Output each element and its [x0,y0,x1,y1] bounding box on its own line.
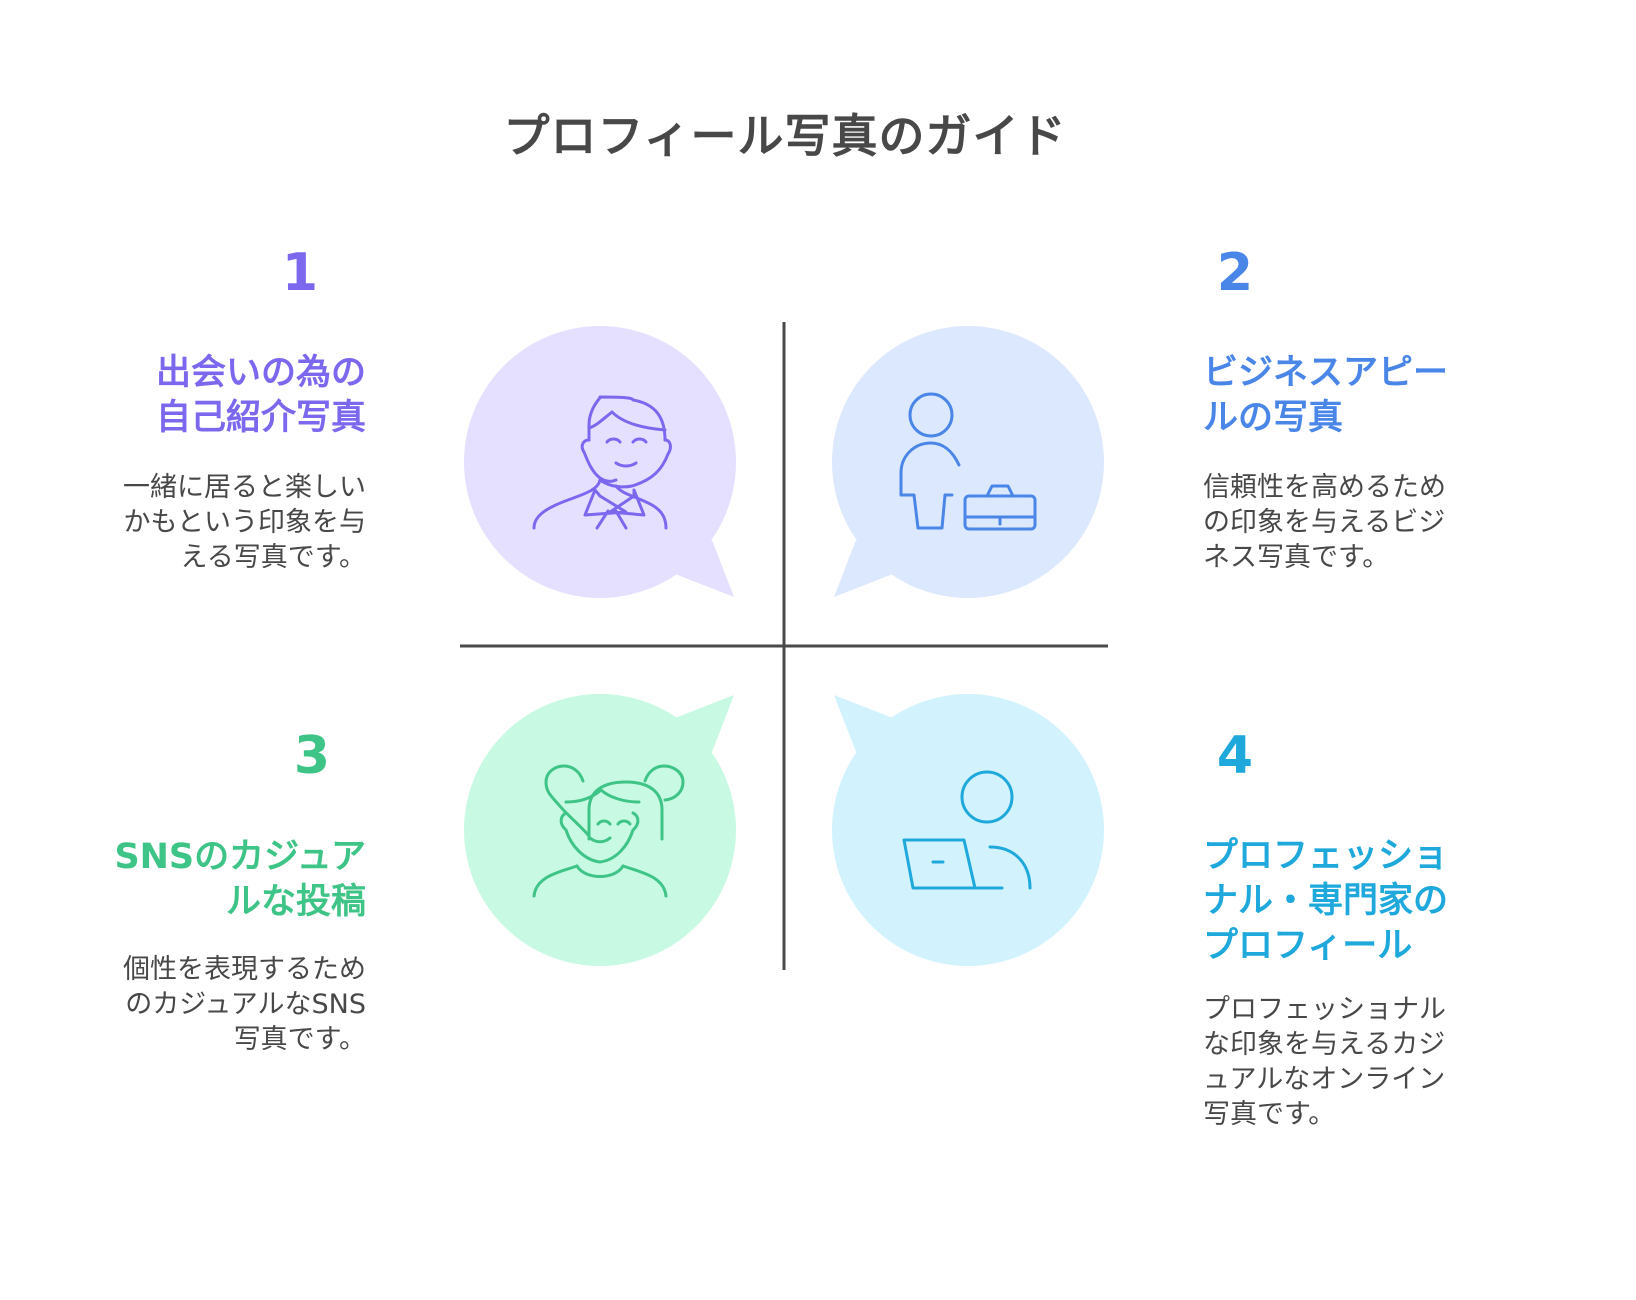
desc-line: 信頼性を高めるため [1203,472,1446,503]
bubble-4 [832,694,1104,966]
desc-line: の印象を与えるビジ [1203,507,1446,538]
person-laptop-icon [902,770,1032,890]
heading-line: プロフィール [1203,926,1413,966]
heading-line: ルの写真 [1203,398,1344,438]
quadrant-desc-2: 信頼性を高めるため の印象を与えるビジ ネス写真です。 [1203,470,1483,575]
desc-line: える写真です。 [180,542,367,573]
bubble-3 [464,694,736,966]
desc-line: 個性を表現するため [123,954,366,985]
smiling-girl-buns-icon [532,764,685,898]
desc-line: ネス写真です。 [1203,542,1390,573]
quadrant-heading-4: プロフェッショ ナル・専門家の プロフィール [1203,834,1503,969]
step-number-1: 1 [281,243,319,303]
step-number-4: 4 [1216,726,1254,786]
quadrant-desc-1: 一緒に居ると楽しい かもという印象を与 える写真です。 [86,470,366,575]
heading-line: ルな投稿 [225,882,366,922]
heading-line: ナル・専門家の [1203,881,1449,921]
heading-line: 自己紹介写真 [155,398,366,438]
quadrant-desc-3: 個性を表現するため のカジュアルなSNS 写真です。 [86,952,366,1057]
step-number-2: 2 [1216,243,1254,303]
heading-line: プロフェッショ [1203,836,1449,876]
quadrant-heading-3: SNSのカジュア ルな投稿 [66,835,366,925]
heading-line: ビジネスアピー [1203,353,1449,393]
desc-line: 一緒に居ると楽しい [123,472,366,503]
desc-line: な印象を与えるカジ [1203,1029,1446,1060]
bubble-1 [464,326,736,598]
desc-line: 写真です。 [233,1024,366,1055]
desc-line: のカジュアルなSNS [125,989,366,1020]
page-title: プロフィール写真のガイド [503,109,1067,163]
bubble-2 [832,326,1104,598]
desc-line: ュアルなオンライン [1203,1064,1446,1095]
quadrant-heading-2: ビジネスアピー ルの写真 [1203,351,1503,441]
desc-line: 写真です。 [1203,1099,1336,1130]
heading-line: SNSのカジュア [114,837,366,877]
smiling-man-bowtie-icon [532,395,672,530]
quadrant-desc-4: プロフェッショナル な印象を与えるカジ ュアルなオンライン 写真です。 [1203,992,1483,1132]
quadrant-heading-1: 出会いの為の 自己紹介写真 [66,351,366,441]
heading-line: 出会いの為の [155,353,366,393]
desc-line: かもという印象を与 [123,507,366,538]
desc-line: プロフェッショナル [1203,994,1446,1025]
person-briefcase-icon [899,392,1037,531]
step-number-3: 3 [293,726,331,786]
